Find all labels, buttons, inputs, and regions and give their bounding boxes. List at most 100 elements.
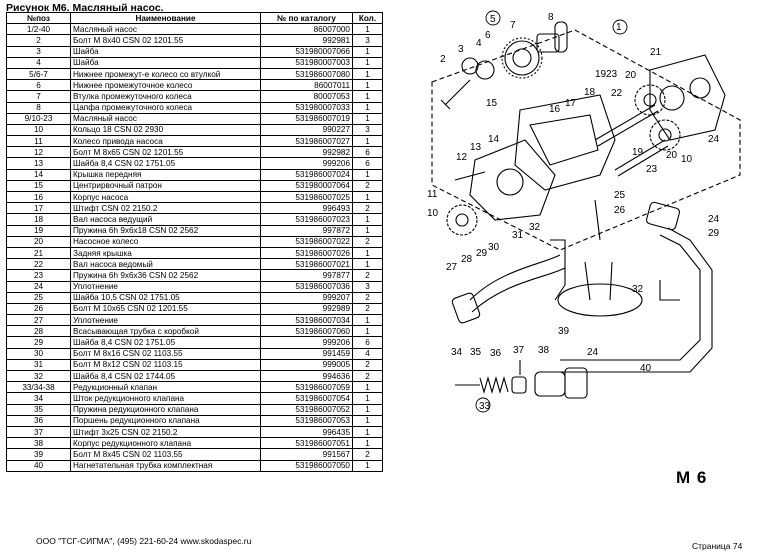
- cell-qty: 1: [352, 112, 383, 125]
- cell-position: 8: [6, 101, 71, 114]
- col-header-qty: Кол.: [352, 11, 383, 25]
- cell-catalog: 531986007019: [260, 112, 353, 125]
- drive-gear: [446, 204, 478, 236]
- cell-position: 9/10-23: [6, 112, 71, 125]
- cell-name: Масляный насос: [70, 112, 261, 125]
- cell-name: Задняя крышка: [70, 246, 261, 260]
- cell-position: 24: [6, 280, 71, 293]
- suction-flange: [451, 292, 481, 324]
- cell-name: Вал насоса ведомый: [70, 258, 261, 271]
- cell-position: 29: [6, 336, 71, 349]
- cell-catalog: 531980007033: [260, 101, 353, 114]
- cell-qty: 1: [352, 414, 383, 427]
- cell-qty: 6: [352, 336, 383, 349]
- cell-name: Болт M 8x65 CSN 02 1201.55: [70, 146, 261, 159]
- figure-heading: Рисунок М6. Масляный насос.: [6, 2, 164, 14]
- cell-name: Редукционный клапан: [70, 381, 261, 394]
- cell-qty: 1: [352, 325, 383, 338]
- callout-24b: 24: [708, 214, 720, 225]
- cell-catalog: 531986007025: [260, 190, 353, 204]
- callout-25: 25: [614, 190, 626, 201]
- cell-name: Шайба: [70, 45, 261, 58]
- cell-catalog: 86007011: [260, 79, 353, 92]
- cell-catalog: 999206: [260, 157, 353, 170]
- callout-3: 3: [458, 44, 464, 55]
- cell-catalog: 531986007059: [260, 381, 353, 394]
- assembly-frame: [431, 29, 741, 251]
- cell-name: Шайба 10,5 CSN 02 1751.05: [70, 291, 261, 304]
- pump-body: [514, 94, 616, 191]
- callout-27: 27: [446, 262, 458, 273]
- cell-qty: 2: [352, 369, 383, 383]
- cell-name: Пружина 6h 9x6x36 CSN 02 2562: [70, 269, 261, 282]
- cell-name: Болт M 10x65 CSN 02 1201.55: [70, 302, 261, 316]
- cell-position: 7: [6, 90, 71, 103]
- cell-position: 34: [6, 392, 71, 405]
- cell-qty: 1: [352, 23, 383, 36]
- cell-catalog: 999206: [260, 336, 353, 349]
- cell-position: 36: [6, 414, 71, 427]
- cell-qty: 1: [352, 403, 383, 416]
- callout-30: 30: [488, 242, 500, 253]
- cell-catalog: 992989: [260, 302, 353, 316]
- cell-qty: 1: [352, 56, 383, 69]
- washer-4: [475, 60, 495, 80]
- callout-6: 6: [485, 30, 491, 41]
- cell-name: Всасывающая трубка с коробкой: [70, 325, 261, 338]
- cell-name: Нижнее промежуточное колесо: [70, 79, 261, 92]
- suction-pipe: [469, 254, 566, 313]
- cell-position: 32: [6, 369, 71, 383]
- cell-qty: 1: [352, 437, 383, 450]
- cell-position: 19: [6, 224, 71, 237]
- bolt-26: [594, 199, 601, 241]
- cell-position: 21: [6, 246, 71, 260]
- cell-name: Нижнее промежут-е колесо со втулкой: [70, 67, 261, 81]
- cell-catalog: 531986007050: [260, 459, 353, 472]
- cell-position: 10: [6, 123, 71, 137]
- washer-3: [461, 57, 479, 75]
- cell-position: 30: [6, 347, 71, 360]
- cell-qty: 1: [352, 213, 383, 226]
- callout-29b: 29: [708, 228, 720, 239]
- callout-23a: 23: [606, 69, 618, 80]
- callout-39: 39: [558, 326, 570, 337]
- cell-catalog: 531986007036: [260, 280, 353, 293]
- callout-20b: 20: [666, 150, 678, 161]
- callout-22: 22: [611, 88, 623, 99]
- cell-name: Болт M 8x12 CSN 02 1103.15: [70, 358, 261, 372]
- callout-32b: 32: [632, 284, 644, 295]
- callout-18: 18: [584, 87, 596, 98]
- callout-2: 2: [440, 54, 446, 65]
- cell-name: Штифт CSN 02 2150.2: [70, 202, 261, 215]
- cell-position: 37: [6, 425, 71, 439]
- cell-qty: 3: [352, 34, 383, 47]
- cell-qty: 1: [352, 79, 383, 92]
- callout-28: 28: [461, 254, 473, 265]
- cell-name: Поршень редукционного клапана: [70, 414, 261, 427]
- cell-position: 31: [6, 358, 71, 372]
- callout-4: 4: [476, 38, 482, 49]
- cell-catalog: 990227: [260, 123, 353, 137]
- cell-catalog: 997872: [260, 224, 353, 237]
- cell-qty: 2: [352, 291, 383, 304]
- cell-qty: 1: [352, 258, 383, 271]
- cell-position: 16: [6, 190, 71, 204]
- cell-catalog: 531986007024: [260, 168, 353, 181]
- cell-catalog: 991567: [260, 448, 353, 461]
- callout-17: 17: [565, 98, 577, 109]
- cell-catalog: 531986007051: [260, 437, 353, 450]
- callout-36: 36: [490, 348, 502, 359]
- cell-name: Уплотнение: [70, 314, 261, 327]
